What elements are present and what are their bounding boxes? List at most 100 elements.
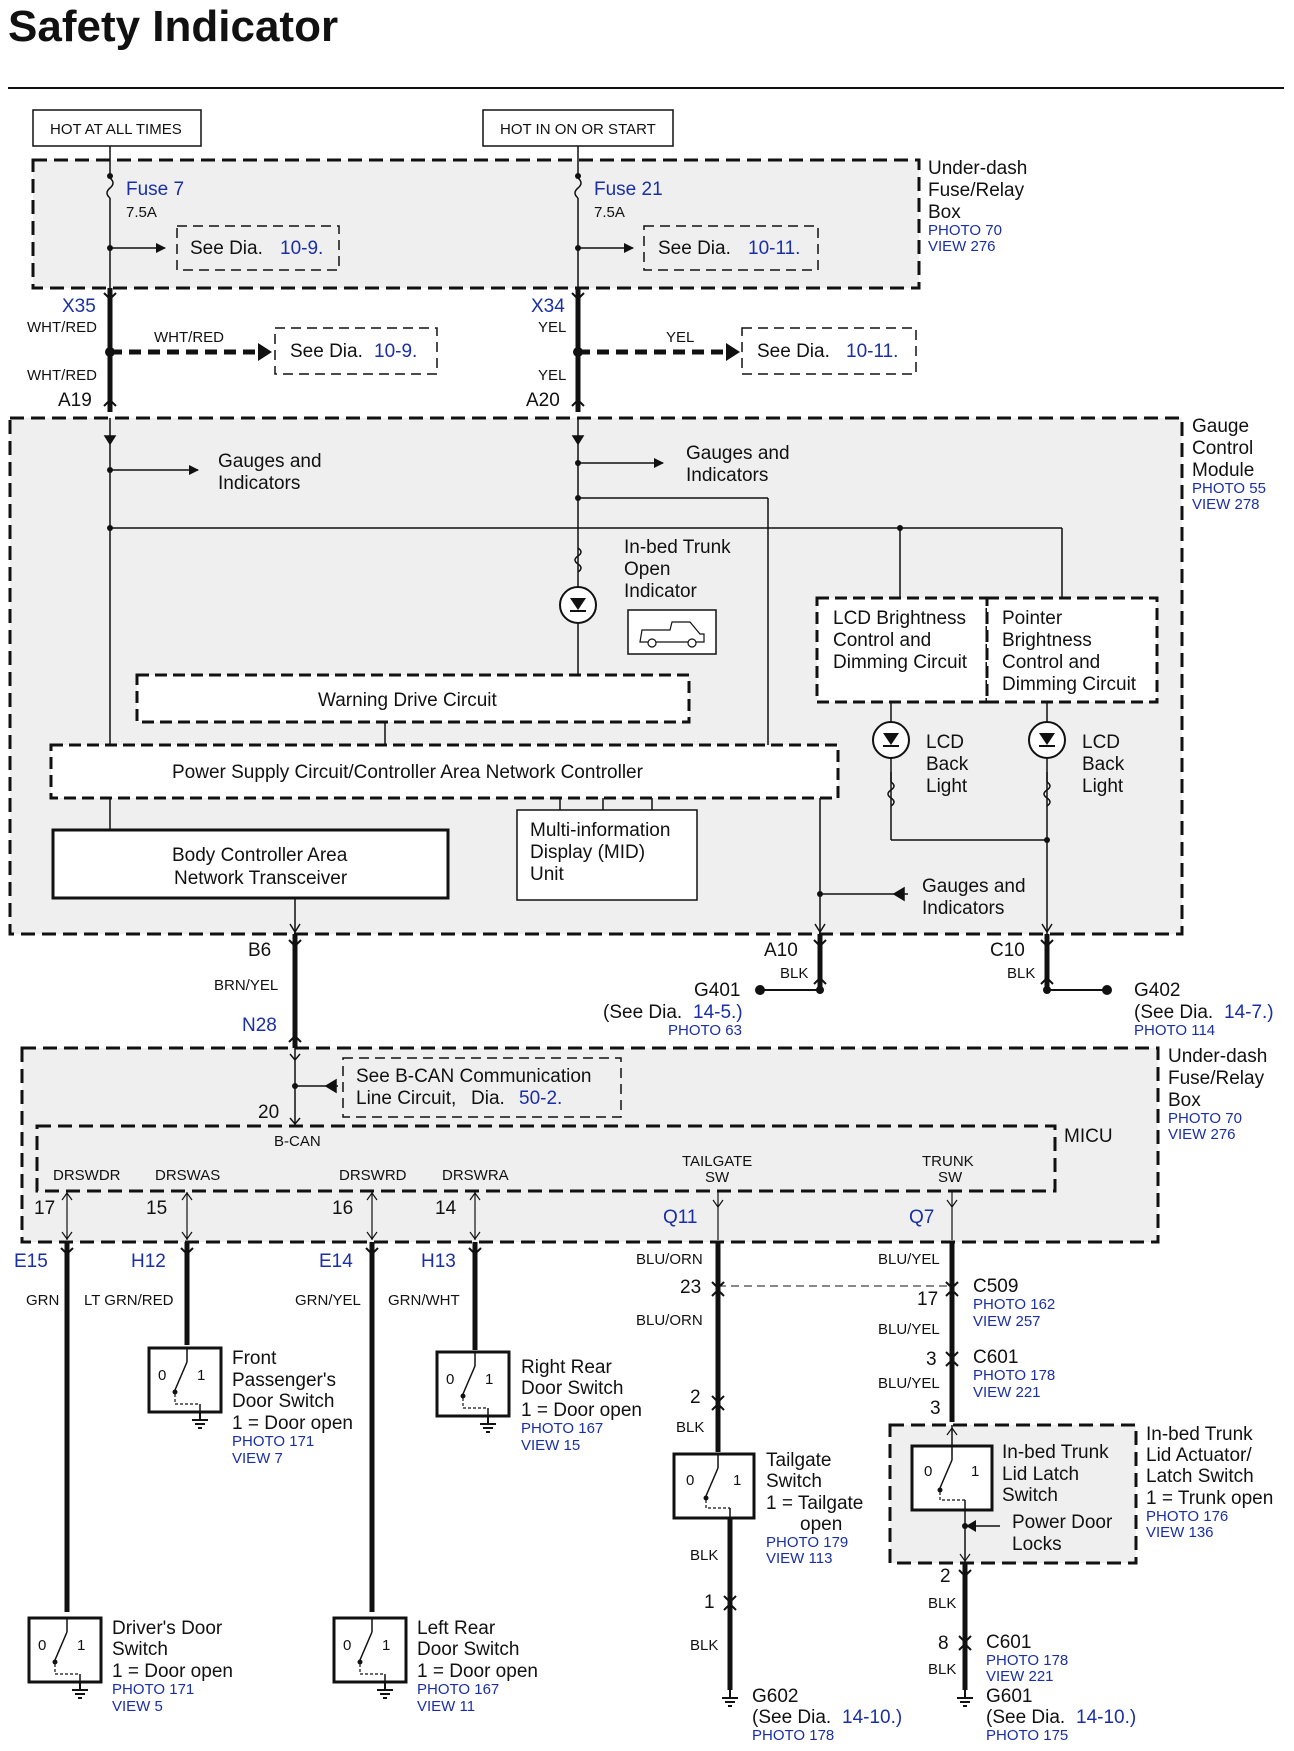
svg-text:14-10.): 14-10.) bbox=[1076, 1707, 1136, 1728]
svg-text:1 = Door open: 1 = Door open bbox=[232, 1413, 353, 1434]
svg-text:PHOTO 171: PHOTO 171 bbox=[232, 1433, 314, 1450]
svg-text:16: 16 bbox=[332, 1198, 353, 1219]
wire-whtred: X35 WHT/RED WHT/RED WHT/RED A19 bbox=[27, 288, 272, 412]
svg-text:Control: Control bbox=[1192, 438, 1253, 459]
svg-text:1 = Door open: 1 = Door open bbox=[112, 1661, 233, 1682]
bcan-line bbox=[289, 1048, 338, 1126]
svg-text:Switch: Switch bbox=[112, 1639, 168, 1660]
svg-text:BLU/ORN: BLU/ORN bbox=[636, 1251, 703, 1268]
svg-text:Door Switch: Door Switch bbox=[521, 1378, 623, 1399]
left-rear-door-switch-label: Left Rear Door Switch 1 = Door open PHOT… bbox=[417, 1618, 538, 1715]
svg-text:PHOTO 178: PHOTO 178 bbox=[986, 1652, 1068, 1669]
svg-text:BLU/ORN: BLU/ORN bbox=[636, 1312, 703, 1329]
lcd-brightness-circuit-label: LCD Brightness Control and Dimming Circu… bbox=[833, 608, 968, 673]
fuse21: Fuse 21 7.5A bbox=[574, 146, 663, 288]
svg-text:1: 1 bbox=[485, 1371, 493, 1388]
svg-text:BLU/YEL: BLU/YEL bbox=[878, 1251, 940, 1268]
inbed-trunk-latch-switch: 0 1 bbox=[910, 1425, 1000, 1563]
svg-text:0: 0 bbox=[924, 1463, 932, 1480]
svg-text:Fuse/Relay: Fuse/Relay bbox=[928, 180, 1025, 201]
svg-text:BLK: BLK bbox=[928, 1595, 956, 1612]
svg-text:2: 2 bbox=[690, 1387, 701, 1408]
svg-text:14: 14 bbox=[435, 1198, 457, 1219]
svg-text:1: 1 bbox=[382, 1637, 390, 1654]
svg-text:VIEW 276: VIEW 276 bbox=[1168, 1126, 1236, 1143]
svg-text:A20: A20 bbox=[526, 390, 560, 411]
underdash-fuse-box-top bbox=[31, 158, 921, 290]
see-dia-10-11-mid: See Dia. 10-11. bbox=[741, 327, 917, 375]
warning-drive-circuit-label: Warning Drive Circuit bbox=[318, 690, 497, 711]
ground-g401: A10 BLK G401 (See Dia. 14-5.) PHOTO 63 bbox=[603, 934, 827, 1039]
power-door-locks-label: Power Door Locks bbox=[1012, 1512, 1113, 1555]
svg-text:H12: H12 bbox=[131, 1251, 166, 1272]
svg-text:1 = Door open: 1 = Door open bbox=[521, 1400, 642, 1421]
svg-text:YEL: YEL bbox=[538, 319, 566, 336]
svg-text:Multi-information: Multi-information bbox=[530, 820, 670, 841]
svg-text:BLK: BLK bbox=[690, 1547, 718, 1564]
svg-text:YEL: YEL bbox=[538, 367, 566, 384]
svg-text:Line Circuit,: Line Circuit, bbox=[356, 1088, 456, 1109]
see-dia-10-11-top: See Dia. 10-11. bbox=[643, 225, 819, 271]
svg-text:See Dia.: See Dia. bbox=[757, 341, 830, 362]
svg-text:Light: Light bbox=[926, 776, 968, 797]
svg-text:Under-dash: Under-dash bbox=[928, 158, 1027, 179]
svg-text:DRSWRD: DRSWRD bbox=[339, 1167, 407, 1184]
ground-g601-label: G601 (See Dia. 14-10.) PHOTO 175 bbox=[986, 1686, 1136, 1744]
svg-text:Control and: Control and bbox=[833, 630, 931, 651]
svg-text:1: 1 bbox=[971, 1463, 979, 1480]
svg-text:50-2.: 50-2. bbox=[519, 1088, 562, 1109]
lcd-brightness-circuit bbox=[815, 596, 989, 704]
svg-text:LCD: LCD bbox=[1082, 732, 1120, 753]
svg-text:BLK: BLK bbox=[690, 1637, 718, 1654]
see-dia-10-9-mid: See Dia. 10-9. bbox=[274, 327, 438, 375]
truck-icon bbox=[627, 609, 717, 655]
svg-text:BRN/YEL: BRN/YEL bbox=[214, 977, 278, 994]
svg-text:In-bed Trunk: In-bed Trunk bbox=[624, 537, 731, 558]
svg-text:VIEW 15: VIEW 15 bbox=[521, 1437, 580, 1454]
svg-text:23: 23 bbox=[680, 1277, 701, 1298]
svg-text:BLU/YEL: BLU/YEL bbox=[878, 1375, 940, 1392]
svg-text:Indicators: Indicators bbox=[686, 465, 768, 486]
svg-text:G601: G601 bbox=[986, 1686, 1032, 1707]
svg-text:Module: Module bbox=[1192, 460, 1254, 481]
svg-text:E14: E14 bbox=[319, 1251, 353, 1272]
connector-c601-upper-label: C601 PHOTO 178 VIEW 221 bbox=[973, 1347, 1055, 1401]
tailgate-switch-label: Tailgate Switch 1 = Tailgate open PHOTO … bbox=[766, 1450, 863, 1567]
svg-text:PHOTO 70: PHOTO 70 bbox=[1168, 1110, 1242, 1127]
ground-g602-wire: BLK 1 BLK bbox=[690, 1518, 739, 1707]
svg-text:Tailgate: Tailgate bbox=[766, 1450, 832, 1471]
svg-text:1: 1 bbox=[77, 1637, 85, 1654]
connector-c509-label: C509 PHOTO 162 VIEW 257 bbox=[973, 1276, 1055, 1330]
right-rear-door-switch: 0 1 bbox=[435, 1350, 511, 1433]
svg-text:PHOTO 179: PHOTO 179 bbox=[766, 1534, 848, 1551]
driver-door-switch: 0 1 bbox=[27, 1616, 103, 1699]
svg-text:Right Rear: Right Rear bbox=[521, 1357, 612, 1378]
svg-text:BLK: BLK bbox=[928, 1661, 956, 1678]
page-title: Safety Indicator bbox=[8, 2, 339, 51]
svg-text:WHT/RED: WHT/RED bbox=[27, 319, 97, 336]
svg-text:Display (MID): Display (MID) bbox=[530, 842, 645, 863]
svg-text:7.5A: 7.5A bbox=[594, 204, 625, 221]
svg-text:7.5A: 7.5A bbox=[126, 204, 157, 221]
svg-text:Fuse 21: Fuse 21 bbox=[594, 179, 663, 200]
door-connector-labels: E15 H12 E14 H13 Q11 Q7 GRN LT GRN/RED GR… bbox=[14, 1207, 934, 1309]
svg-text:0: 0 bbox=[446, 1371, 454, 1388]
svg-text:TRUNK: TRUNK bbox=[922, 1153, 974, 1170]
svg-text:Control and: Control and bbox=[1002, 652, 1100, 673]
svg-text:open: open bbox=[800, 1514, 842, 1535]
pointer-brightness-circuit-label: Pointer Brightness Control and Dimming C… bbox=[1002, 608, 1137, 695]
svg-text:Gauges and: Gauges and bbox=[922, 876, 1026, 897]
svg-text:WHT/RED: WHT/RED bbox=[27, 367, 97, 384]
gauges-indicators-left-label: Gauges and Indicators bbox=[218, 451, 322, 494]
svg-text:LT GRN/RED: LT GRN/RED bbox=[84, 1292, 174, 1309]
svg-text:VIEW 7: VIEW 7 bbox=[232, 1450, 283, 1467]
svg-text:VIEW 278: VIEW 278 bbox=[1192, 496, 1260, 513]
svg-text:C601: C601 bbox=[986, 1632, 1031, 1653]
svg-text:See B-CAN Communication: See B-CAN Communication bbox=[356, 1066, 591, 1087]
see-dia-10-9-top: See Dia. 10-9. bbox=[176, 225, 340, 271]
door-wires bbox=[64, 1242, 478, 1612]
svg-text:HOT IN ON OR START: HOT IN ON OR START bbox=[500, 121, 656, 138]
svg-text:Passenger's: Passenger's bbox=[232, 1370, 336, 1391]
power-supply-circuit-label: Power Supply Circuit/Controller Area Net… bbox=[172, 762, 644, 783]
svg-text:0: 0 bbox=[343, 1637, 351, 1654]
